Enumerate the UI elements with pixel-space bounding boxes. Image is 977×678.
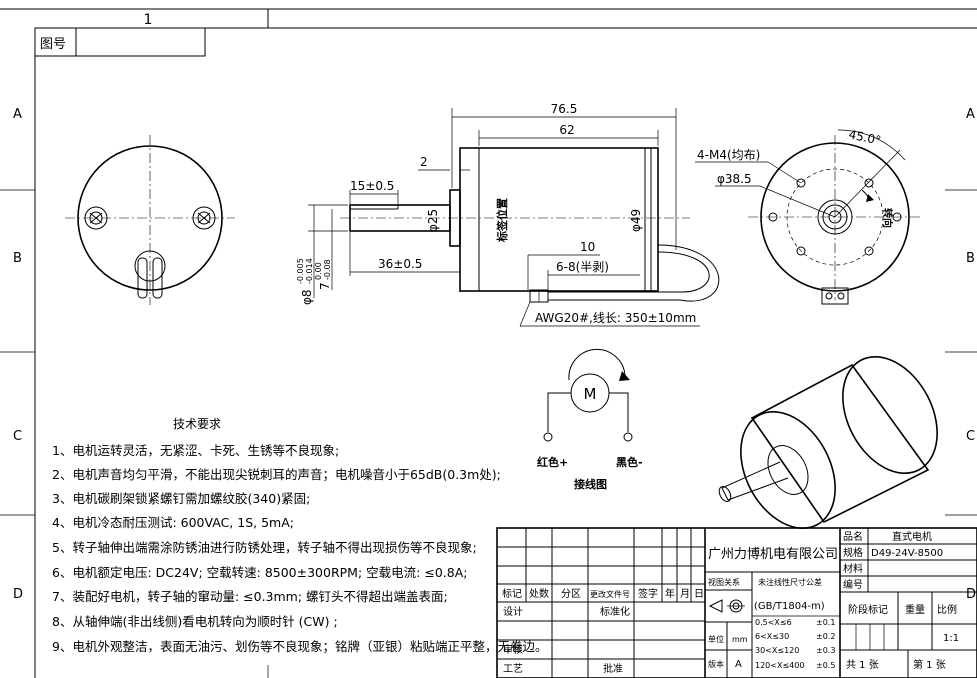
row-letter-b-right: B <box>966 251 975 266</box>
row-letter-a: A <box>13 107 22 122</box>
stage-mark-label: 阶段标记 <box>848 603 888 616</box>
black-wire-label: 黑色- <box>616 455 643 469</box>
rev-header-doc: 更改文件号 <box>590 589 630 599</box>
tol-val-1: ±0.1 <box>816 618 835 627</box>
row-letter-c: C <box>13 429 22 444</box>
sheets-total: 共 1 张 <box>846 659 879 671</box>
dim-shaft-dia: φ8 <box>300 289 314 305</box>
dim-shaft-dia-tol-lower: -0.014 <box>305 258 314 284</box>
dim-flat-tol-lower: -0.08 <box>323 259 332 280</box>
boss-dia-dim: φ25 <box>426 209 440 232</box>
requirement-3: 3、电机碳刷架锁紧螺钉需加螺纹胶(340)紧固; <box>52 491 310 506</box>
tol-val-2: ±0.2 <box>816 632 835 641</box>
rev-header-day: 日 <box>694 589 704 600</box>
tol-range-3: 30<X≤120 <box>755 646 799 655</box>
tol-val-3: ±0.3 <box>816 646 835 655</box>
tol-range-2: 6<X≤30 <box>755 632 789 641</box>
sheet-number: 第 1 张 <box>913 658 946 671</box>
dim-wire-strip: 6-8(半剥) <box>556 260 609 274</box>
drawing-no-label: 图号 <box>40 37 66 52</box>
requirement-5: 5、转子轴伸出端需涂防锈油进行防锈处理，转子轴不得出现损伤等不良现象; <box>52 540 477 555</box>
version-value: A <box>735 659 742 670</box>
pcd-label: φ38.5 <box>717 172 752 186</box>
body-dia-dim: φ49 <box>629 209 643 232</box>
rotation-label: 转向 <box>881 208 894 228</box>
dim-flat-tol-upper: 0.00 <box>314 262 323 280</box>
dim-shaft-dia-tol-upper: -0.005 <box>296 258 305 284</box>
dim-wire-10: 10 <box>580 240 595 254</box>
company-name: 广州力博机电有限公司 <box>708 547 838 562</box>
view-relation-label: 视图关系 <box>708 577 740 587</box>
rev-header-year: 年 <box>665 587 675 600</box>
code-label: 编号 <box>843 578 863 591</box>
title-block: 标记 处数 分区 更改文件号 签字 年 月 日 设计 标准化 审核 工艺 批准 … <box>496 527 977 678</box>
approve-label: 批准 <box>603 662 623 675</box>
name-value: 直式电机 <box>892 530 932 543</box>
rev-header-month: 月 <box>680 588 690 600</box>
screw-holes-label: 4-M4(均布) <box>697 148 760 162</box>
front-view <box>65 135 235 305</box>
projection-symbol-icon <box>708 599 745 613</box>
drawing-frame: 1 A B C D A B C D 图号 <box>0 8 977 678</box>
dim-flange: 2 <box>420 155 428 169</box>
check-label: 审核 <box>503 643 523 656</box>
requirement-6: 6、电机额定电压: DC24V; 空载转速: 8500±300RPM; 空载电流… <box>52 565 467 580</box>
scale-label: 比例 <box>937 603 957 616</box>
row-letter-b: B <box>13 251 22 266</box>
rev-header-sign: 签字 <box>638 587 658 600</box>
motor-symbol: M <box>584 385 597 403</box>
tolerance-std: (GB/T1804-m) <box>754 601 825 612</box>
tol-range-1: 0.5<X≤6 <box>755 618 792 627</box>
rev-header-zone: 分区 <box>561 588 581 600</box>
design-label: 设计 <box>503 605 523 618</box>
process-label: 工艺 <box>503 663 523 675</box>
rev-header-mark: 标记 <box>502 588 522 600</box>
end-view: 转向 4-M4(均布) φ38.5 45.0° <box>695 127 922 305</box>
column-number: 1 <box>144 12 153 28</box>
spec-label: 规格 <box>843 546 863 559</box>
scale-value: 1:1 <box>943 633 959 644</box>
technical-requirements: 技术要求 1、电机运转灵活，无紧涩、卡死、生锈等不良现象; 2、电机声音均匀平滑… <box>52 417 547 654</box>
rev-header-count: 处数 <box>529 587 549 600</box>
row-letter-d-right: D <box>966 587 976 602</box>
requirement-9: 9、电机外观整洁，表面无油污、划伤等不良现象；铭牌（亚银）粘贴端正平整，无卷边。 <box>52 639 547 654</box>
row-letter-c-right: C <box>966 429 975 444</box>
unit-label: 单位 <box>708 634 724 644</box>
tol-val-4: ±0.5 <box>816 661 835 670</box>
side-view: 标签位置 φ49 φ25 76.5 62 2 15±0.5 36±0.5 φ8 … <box>296 102 720 327</box>
dim-shaft-flat: 15±0.5 <box>350 179 394 193</box>
requirement-4: 4、电机冷态耐压测试: 600VAC, 1S, 5mA; <box>52 515 294 530</box>
requirement-2: 2、电机声音均匀平滑，不能出现尖锐刺耳的声音；电机噪音小于65dB(0.3m处)… <box>52 467 501 482</box>
requirements-title: 技术要求 <box>173 417 221 431</box>
requirement-1: 1、电机运转灵活，无紧涩、卡死、生锈等不良现象; <box>52 443 339 458</box>
dim-shaft-length: 36±0.5 <box>378 257 422 271</box>
spec-value: D49-24V-8500 <box>871 548 943 559</box>
tolerance-title: 未注线性尺寸公差 <box>758 577 822 587</box>
unit-value: mm <box>732 635 748 644</box>
name-label: 品名 <box>843 530 863 543</box>
row-letter-a-right: A <box>966 107 975 122</box>
dim-flat-base: 7 <box>318 282 332 290</box>
row-letter-d: D <box>13 587 23 602</box>
wiring-title: 接线图 <box>574 477 607 491</box>
standard-label: 标准化 <box>600 605 630 618</box>
label-position-text: 标签位置 <box>495 198 509 243</box>
wire-spec: AWG20#,线长: 350±10mm <box>535 311 696 325</box>
angle-label: 45.0° <box>847 127 882 147</box>
wiring-diagram: M 红色+ 黑色- 接线图 <box>537 348 643 491</box>
material-label: 材料 <box>843 562 863 575</box>
dim-overall-length: 76.5 <box>551 102 578 116</box>
version-label: 版本 <box>708 659 724 669</box>
tol-range-4: 120<X≤400 <box>755 661 804 670</box>
weight-label: 重量 <box>905 603 925 616</box>
dim-body-length: 62 <box>559 123 574 137</box>
isometric-view <box>718 356 938 529</box>
red-wire-label: 红色+ <box>537 455 568 469</box>
requirement-7: 7、装配好电机，转子轴的窜动量: ≤0.3mm; 螺钉头不得超出端盖表面; <box>52 589 448 604</box>
requirement-8: 8、从轴伸端(非出线侧)看电机转向为顺时针 (CW) ; <box>52 614 338 629</box>
